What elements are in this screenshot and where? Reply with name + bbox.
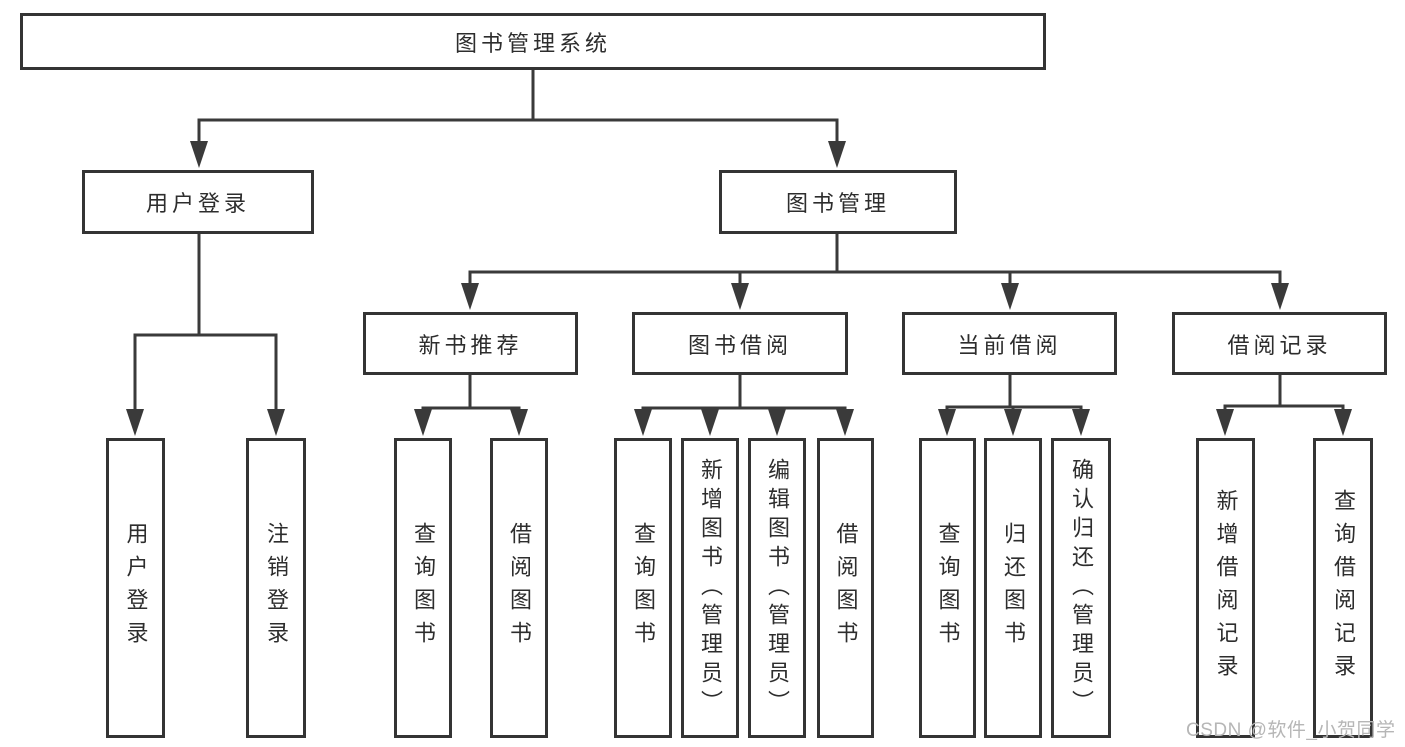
node-bb-borrow-books: 借阅图书 [817, 438, 874, 738]
arrowhead [768, 409, 786, 436]
line [133, 232, 278, 411]
arrowhead [828, 141, 846, 168]
node-label: 图书借阅 [687, 332, 792, 358]
arrowhead [938, 409, 956, 436]
arrowhead [126, 409, 144, 436]
connector-current-borrow-children [938, 373, 1090, 436]
node-cb-return-books: 归还图书 [984, 438, 1042, 738]
node-br-query-record: 查询借阅记录 [1313, 438, 1373, 738]
node-bb-add-books-admin: 新增图书（管理员） [681, 438, 739, 738]
node-label: 查询图书 [935, 522, 961, 654]
node-label: 借阅记录 [1227, 332, 1332, 358]
arrowhead [461, 283, 479, 310]
node-user-login: 用户登录 [82, 170, 314, 234]
arrowhead [836, 409, 854, 436]
node-new-book-recommend: 新书推荐 [363, 312, 578, 375]
node-rec-query-books: 查询图书 [394, 438, 452, 738]
node-borrowing-records: 借阅记录 [1172, 312, 1387, 375]
arrowhead [1004, 409, 1022, 436]
arrowhead [1001, 283, 1019, 310]
node-label: 新书推荐 [418, 332, 523, 358]
arrowhead [190, 141, 208, 168]
node-cb-query-books: 查询图书 [919, 438, 976, 738]
connector-root-to-level2 [190, 68, 846, 168]
node-label: 查询图书 [411, 522, 436, 654]
node-label: 编辑图书（管理员） [765, 457, 790, 719]
csdn-watermark: CSDN @软件_小贺同学 [1186, 720, 1396, 741]
node-label: 图书管理 [785, 191, 890, 216]
connector-book-borrow-children [634, 373, 854, 436]
node-label: 借阅图书 [833, 522, 859, 654]
node-label: 查询图书 [631, 522, 656, 654]
node-label: 注销登录 [264, 522, 289, 654]
node-br-add-record: 新增借阅记录 [1196, 438, 1255, 738]
node-label: 当前借阅 [957, 332, 1062, 358]
arrowhead [731, 283, 749, 310]
node-label: 查询借阅记录 [1331, 489, 1356, 687]
node-bb-edit-books-admin: 编辑图书（管理员） [748, 438, 806, 738]
node-book-management: 图书管理 [719, 170, 957, 234]
node-label: 新增图书（管理员） [698, 457, 723, 719]
arrowhead [701, 409, 719, 436]
line [1223, 373, 1345, 411]
line [468, 232, 1282, 285]
node-book-borrowing: 图书借阅 [632, 312, 848, 375]
node-user-login-leaf: 用户登录 [106, 438, 165, 738]
connector-new-book-children [414, 373, 528, 436]
node-label: 借阅图书 [507, 522, 532, 654]
node-rec-borrow-books: 借阅图书 [490, 438, 548, 738]
node-label: 用户登录 [123, 522, 149, 654]
node-label: 图书管理系统 [454, 30, 611, 56]
node-logout: 注销登录 [246, 438, 306, 738]
arrowhead [267, 409, 285, 436]
node-label: 归还图书 [1001, 522, 1026, 654]
line [197, 68, 839, 143]
connector-book-management-children [461, 232, 1289, 310]
line [641, 373, 847, 411]
line [421, 373, 521, 411]
node-current-borrowing: 当前借阅 [902, 312, 1117, 375]
node-label: 新增借阅记录 [1213, 489, 1239, 687]
arrowhead [510, 409, 528, 436]
connector-records-children [1216, 373, 1352, 436]
arrowhead [414, 409, 432, 436]
connector-user-login-children [126, 232, 285, 436]
arrowhead [634, 409, 652, 436]
node-label: 确认归还（管理员） [1069, 457, 1094, 719]
node-label: 用户登录 [145, 191, 250, 216]
arrowhead [1072, 409, 1090, 436]
node-cb-confirm-return-admin: 确认归还（管理员） [1051, 438, 1111, 738]
arrowhead [1271, 283, 1289, 310]
node-bb-query-books: 查询图书 [614, 438, 672, 738]
arrowhead [1216, 409, 1234, 436]
arrowhead [1334, 409, 1352, 436]
node-library-management-system: 图书管理系统 [20, 13, 1046, 70]
line [945, 373, 1083, 411]
